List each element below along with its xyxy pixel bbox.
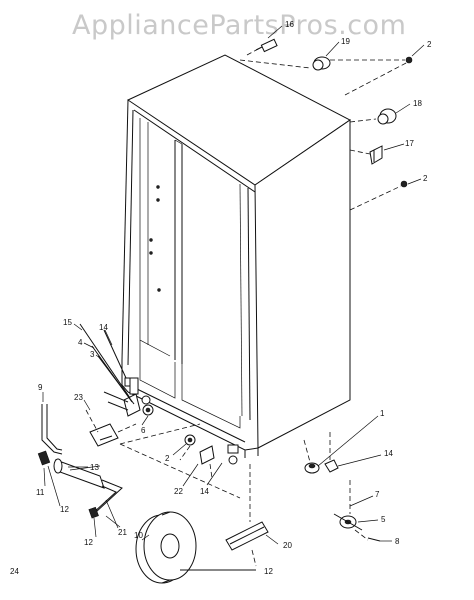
callout-4: 4 [78, 338, 83, 347]
callout-14: 14 [384, 449, 393, 458]
upper-right-parts [239, 38, 413, 211]
callout-5: 5 [381, 515, 386, 524]
fitting-16 [255, 38, 278, 53]
page-number: 24 [10, 567, 19, 576]
callout-7: 7 [375, 490, 380, 499]
callout-1: 1 [380, 409, 385, 418]
callout-2: 2 [427, 40, 432, 49]
callout-14: 14 [200, 487, 209, 496]
kick-plate-20 [180, 464, 269, 571]
callout-12: 12 [60, 505, 69, 514]
bracket-17 [369, 145, 383, 165]
callout-leaders [42, 25, 425, 545]
callout-13: 13 [90, 463, 99, 472]
callout-20: 20 [283, 541, 292, 550]
callout-18: 18 [413, 99, 422, 108]
callout-9: 9 [38, 383, 43, 392]
callout-3: 3 [90, 350, 95, 359]
callout-19: 19 [341, 37, 350, 46]
callout-numbers: 16 19 2 18 17 2 15 4 3 14 9 23 6 13 2 22… [36, 20, 432, 576]
bushing-18 [377, 108, 397, 125]
callout-15: 15 [63, 318, 72, 327]
leveling-parts [303, 432, 381, 542]
callout-22: 22 [174, 487, 183, 496]
cabinet [121, 54, 351, 465]
watermark-text: AppliancePartsPros.com [72, 10, 406, 41]
callout-14: 14 [99, 323, 108, 332]
callout-2: 2 [423, 174, 428, 183]
callout-12: 12 [84, 538, 93, 547]
callout-6: 6 [141, 426, 146, 435]
center-front-parts [119, 423, 241, 499]
callout-8: 8 [395, 537, 400, 546]
callout-11: 11 [36, 488, 45, 497]
callout-17: 17 [405, 139, 414, 148]
callout-23: 23 [74, 393, 83, 402]
callout-10: 10 [134, 531, 143, 540]
lower-hinge-assembly [79, 323, 154, 447]
callout-21: 21 [118, 528, 127, 537]
gasket-ring-10 [135, 511, 197, 584]
callout-16: 16 [285, 20, 294, 29]
callout-12: 12 [264, 567, 273, 576]
bushing-19 [312, 56, 331, 71]
callout-2: 2 [165, 454, 170, 463]
drain-tube-assembly [37, 404, 123, 529]
